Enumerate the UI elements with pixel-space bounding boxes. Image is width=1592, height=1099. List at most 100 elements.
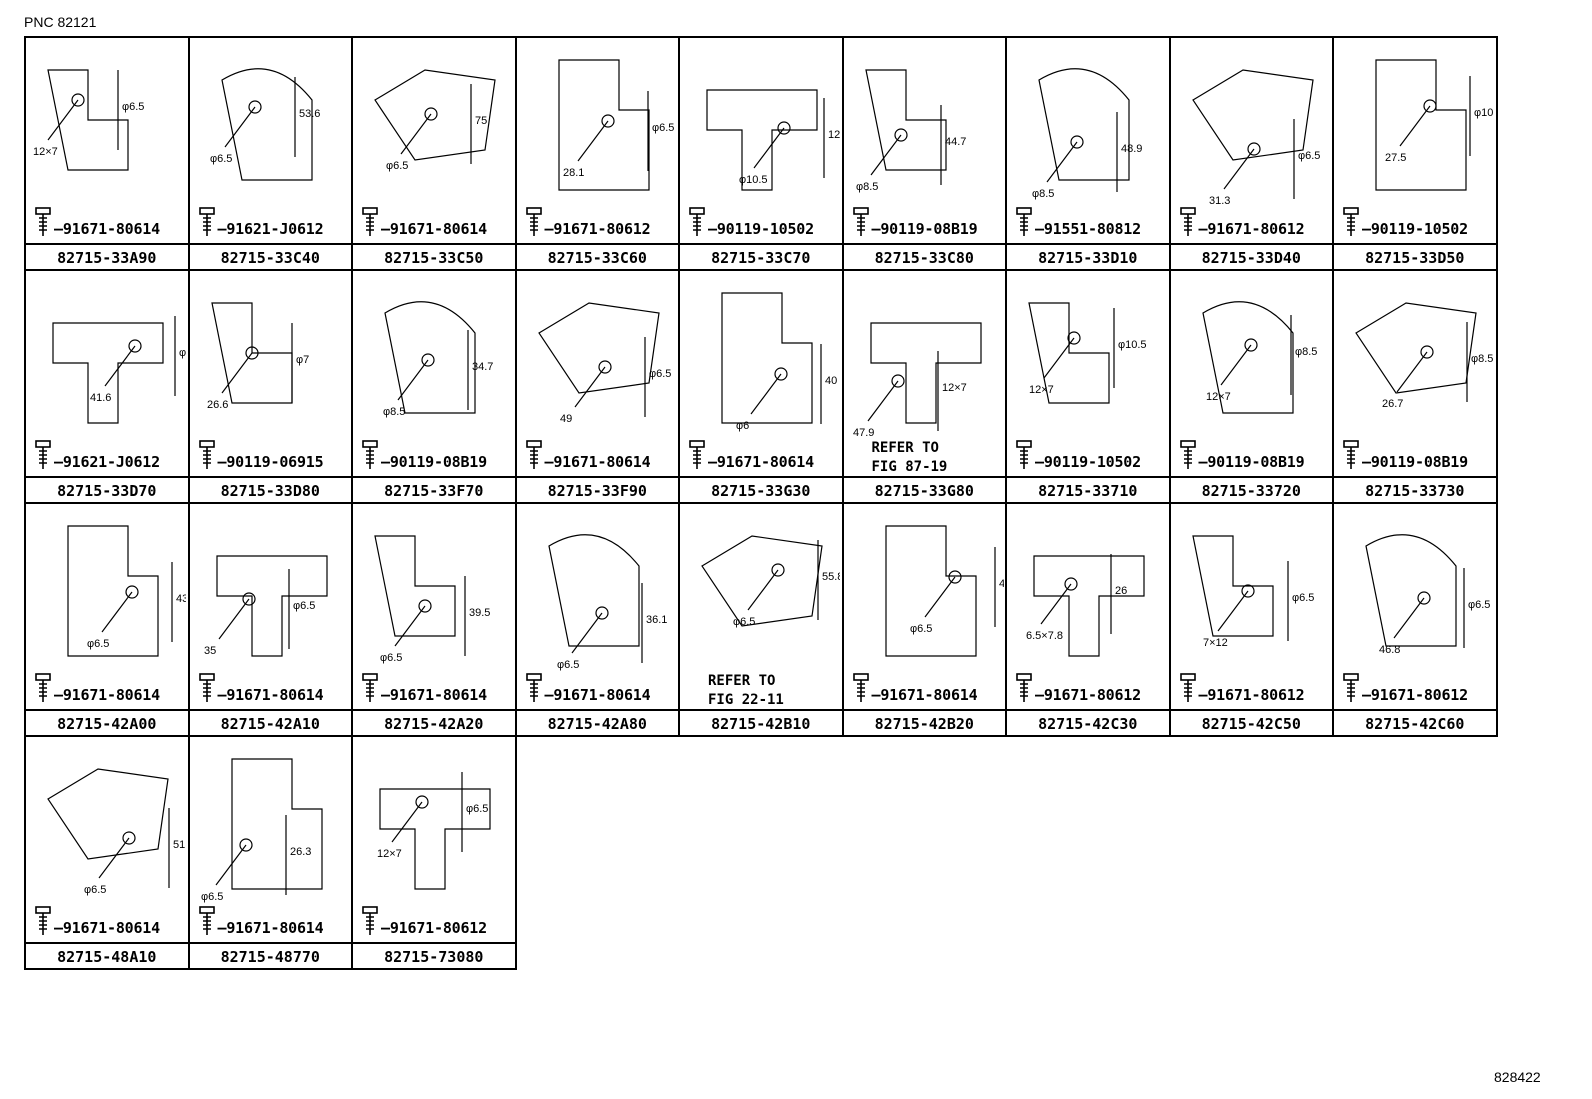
dim-label-1: φ6.5 <box>87 638 109 650</box>
refer-note: REFER TO FIG 22-11 <box>708 673 784 708</box>
dim-label-2: 34.7 <box>472 361 493 373</box>
dim-label-1: φ10.5 <box>739 174 768 186</box>
bolt-icon <box>1342 206 1360 238</box>
bolt-part-number: —91671-80612 <box>544 220 651 238</box>
bolt-icon <box>34 672 52 704</box>
bolt-part-number: —90119-10502 <box>1362 220 1468 238</box>
dim-label-2: φ6.5 <box>649 368 671 380</box>
bolt-part-number: —90119-10502 <box>1035 453 1141 471</box>
part-number: 82715-33730 <box>1334 476 1496 504</box>
dim-label-1: φ6.5 <box>910 623 932 635</box>
dim-label-2: φ6.5 <box>179 347 186 359</box>
bolt-icon <box>1015 206 1033 238</box>
bolt-part-number: —91671-80614 <box>217 919 324 937</box>
dim-label-2: φ7 <box>296 354 309 366</box>
dim-label-2: φ6.5 <box>293 600 315 612</box>
bolt-part-number: —91671-80614 <box>544 686 651 704</box>
dim-label-1: 49 <box>560 413 572 425</box>
bolt-icon <box>1179 672 1197 704</box>
bolt-part-number: —91671-80614 <box>54 220 160 238</box>
bolt-icon <box>198 905 216 937</box>
bolt-icon <box>1179 439 1197 471</box>
dim-label-1: φ6.5 <box>84 884 106 896</box>
bracket-drawing: 41.6φ6.5 <box>28 273 186 453</box>
bolt-part-number: —90119-08B19 <box>381 453 487 471</box>
dim-label-1: φ8.5 <box>1032 188 1054 200</box>
part-number: 82715-33A90 <box>26 243 188 271</box>
part-number: 82715-33D40 <box>1170 243 1332 271</box>
part-number: 82715-33C40 <box>189 243 351 271</box>
bolt-icon <box>525 206 543 238</box>
bolt-icon <box>198 672 216 704</box>
dim-label-1: φ6.5 <box>386 160 408 172</box>
dim-label-2: φ6.5 <box>1468 599 1490 611</box>
bolt-part-number: —91671-80612 <box>1362 686 1468 704</box>
dim-label-2: 43 <box>176 593 186 605</box>
part-number: 82715-42A80 <box>516 709 678 737</box>
bolt-icon <box>361 672 379 704</box>
dim-label-2: φ6.5 <box>652 122 674 134</box>
bolt-icon <box>34 905 52 937</box>
bolt-icon <box>198 206 216 238</box>
bolt-icon <box>688 206 706 238</box>
bolt-part-number: —91621-J0612 <box>217 220 324 238</box>
bolt-part-number: —91551-80812 <box>1035 220 1141 238</box>
part-number: 82715-33D70 <box>26 476 188 504</box>
part-number: 82715-42B10 <box>680 709 842 737</box>
bolt-part-number: —90119-08B19 <box>1362 453 1468 471</box>
dim-label-2: φ10.5 <box>1118 339 1147 351</box>
dim-label-1: 12×7 <box>1206 391 1231 403</box>
dim-label-2: 51.8 <box>173 839 186 851</box>
part-number: 82715-33C80 <box>843 243 1005 271</box>
dim-label-2: 12×7 <box>942 382 967 394</box>
bolt-part-number: —91671-80612 <box>1198 220 1305 238</box>
dim-label-2: 26.3 <box>290 846 311 858</box>
bolt-icon <box>1015 439 1033 471</box>
part-number: 82715-42C60 <box>1334 709 1496 737</box>
bracket-drawing: φ10.512×7 <box>682 40 840 220</box>
part-number: 82715-33720 <box>1170 476 1332 504</box>
bolt-part-number: —91671-80614 <box>708 453 814 471</box>
bolt-icon <box>34 439 52 471</box>
